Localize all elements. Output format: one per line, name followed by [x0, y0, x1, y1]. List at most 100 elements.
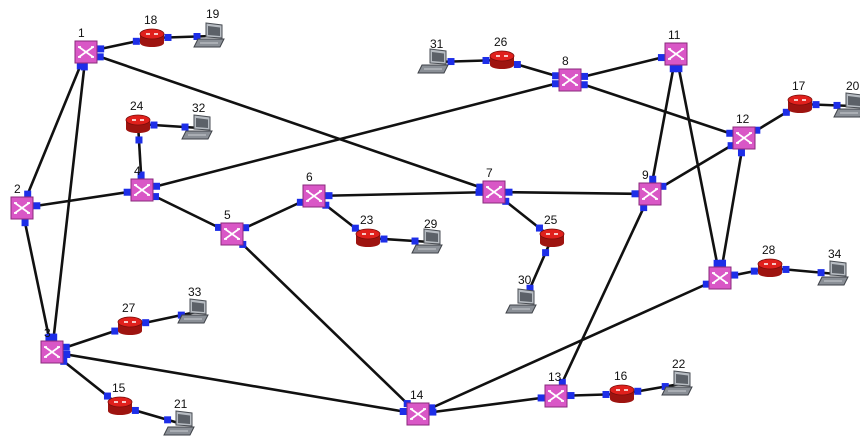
port-n3-link-34: [60, 357, 68, 365]
port-n12-link-25: [753, 126, 761, 134]
port-n17-link-25: [782, 108, 790, 116]
router-node-15[interactable]: 15: [107, 381, 133, 415]
port-n30-link-18: [526, 284, 534, 292]
port-n8-link-19: [552, 72, 560, 80]
port-n12-link-28: [737, 149, 745, 157]
computer-node-22[interactable]: 22: [661, 357, 693, 396]
switch-node-14[interactable]: 14: [406, 388, 430, 426]
link-n11-n9: [648, 52, 678, 196]
port-n8-link-9: [551, 80, 559, 88]
computer-node-21[interactable]: 21: [163, 397, 195, 436]
port-n24-link-7: [135, 136, 143, 144]
port-n29-link-15: [411, 237, 419, 245]
router-node-28[interactable]: 28: [757, 243, 783, 277]
node-label: 19: [206, 7, 220, 21]
switch-node-3[interactable]: 3: [40, 326, 64, 364]
port-n5-link-11: [242, 224, 250, 232]
link-n3-n14: [50, 350, 420, 416]
router-node-25[interactable]: 25: [539, 213, 565, 247]
node-label: 30: [518, 273, 532, 287]
port-n8-link-22: [580, 81, 588, 89]
port-n21-link-35: [164, 416, 172, 424]
computer-node-19[interactable]: 19: [193, 7, 225, 48]
node-label: 28: [762, 243, 776, 257]
switch-node-5[interactable]: 5: [220, 208, 244, 246]
port-n18-link-1: [164, 33, 172, 41]
switch-node-9[interactable]: 9: [638, 168, 662, 206]
port-n2-link-6: [33, 202, 41, 210]
switch-node-2[interactable]: 2: [10, 182, 34, 220]
port-n2-link-2: [24, 190, 32, 198]
port-n12-link-22: [726, 129, 734, 137]
router-node-27[interactable]: 27: [117, 301, 143, 335]
port-n9-link-38: [640, 204, 648, 212]
computer-node-31[interactable]: 31: [417, 37, 449, 74]
router-node-16[interactable]: 16: [609, 369, 635, 403]
port-n12-link-27: [727, 142, 735, 150]
switch-node-11[interactable]: 11: [664, 28, 688, 66]
node-label: 12: [736, 112, 750, 126]
port-n9-link-23: [649, 175, 657, 183]
port-n7-link-17: [502, 197, 510, 205]
node-label: 21: [174, 397, 188, 411]
port-n6-link-11: [296, 198, 304, 206]
router-node-24[interactable]: 24: [125, 99, 151, 133]
node-label: 6: [306, 170, 313, 184]
node-label: 15: [112, 381, 126, 395]
port-n9-link-27: [659, 182, 667, 190]
node-label: 23: [360, 213, 374, 227]
router-node-26[interactable]: 26: [489, 35, 515, 69]
switch-node-1[interactable]: 1: [74, 26, 98, 64]
node-label: 34: [828, 247, 842, 261]
port-n7-link-13: [475, 188, 483, 196]
switch-node-12[interactable]: 12: [732, 112, 756, 150]
switch-node-8[interactable]: 8: [558, 54, 582, 92]
port-n24-link-8: [150, 121, 158, 129]
link-n1-n7: [84, 50, 496, 194]
port-n25-link-17: [535, 224, 543, 232]
node-label: 26: [494, 35, 508, 49]
node-label: 4: [134, 164, 141, 178]
computer-node-32[interactable]: 32: [181, 101, 213, 140]
port-n11-link-21: [657, 54, 665, 62]
computer-node-34[interactable]: 34: [817, 247, 849, 286]
switch-node-4[interactable]: 4: [130, 164, 154, 202]
switch-node-n10[interactable]: [708, 266, 732, 290]
node-label: 31: [430, 37, 444, 51]
link-n14-n13: [416, 394, 558, 416]
port-n8-link-21: [581, 72, 589, 80]
port-n28-link-30: [782, 265, 790, 273]
router-node-17[interactable]: 17: [787, 79, 813, 113]
port-n14-link-37: [429, 408, 437, 416]
link-n6-n7: [312, 190, 496, 198]
router-node-18[interactable]: 18: [139, 13, 165, 47]
computer-node-29[interactable]: 29: [411, 217, 443, 254]
port-n10-link-29: [731, 271, 739, 279]
node-label: 18: [144, 13, 158, 27]
port-n20-link-26: [833, 101, 841, 109]
computer-node-33[interactable]: 33: [177, 285, 209, 324]
port-n23-link-15: [380, 235, 388, 243]
port-n7-link-4: [476, 183, 484, 191]
link-n8-n12: [568, 78, 746, 140]
port-n13-link-39: [567, 392, 575, 400]
node-label: 14: [410, 388, 424, 402]
node-label: 20: [846, 79, 860, 93]
switch-node-13[interactable]: 13: [544, 370, 568, 408]
port-n19-link-1: [193, 32, 201, 40]
port-n10-link-24: [713, 259, 721, 267]
port-n33-link-33: [177, 311, 185, 319]
port-n15-link-34: [103, 392, 111, 400]
node-label: 29: [424, 217, 438, 231]
port-n11-link-24: [675, 65, 683, 73]
switch-node-7[interactable]: 7: [482, 166, 506, 204]
computer-node-30[interactable]: 30: [505, 273, 537, 314]
link-n10-n14: [416, 276, 722, 416]
port-n1-link-4: [96, 53, 104, 61]
router-node-23[interactable]: 23: [355, 213, 381, 247]
switch-node-6[interactable]: 6: [302, 170, 326, 208]
link-n1-n2: [20, 50, 88, 210]
port-n2-link-5: [21, 219, 29, 227]
node-label: 33: [188, 285, 202, 299]
computer-node-20[interactable]: 20: [833, 79, 860, 118]
